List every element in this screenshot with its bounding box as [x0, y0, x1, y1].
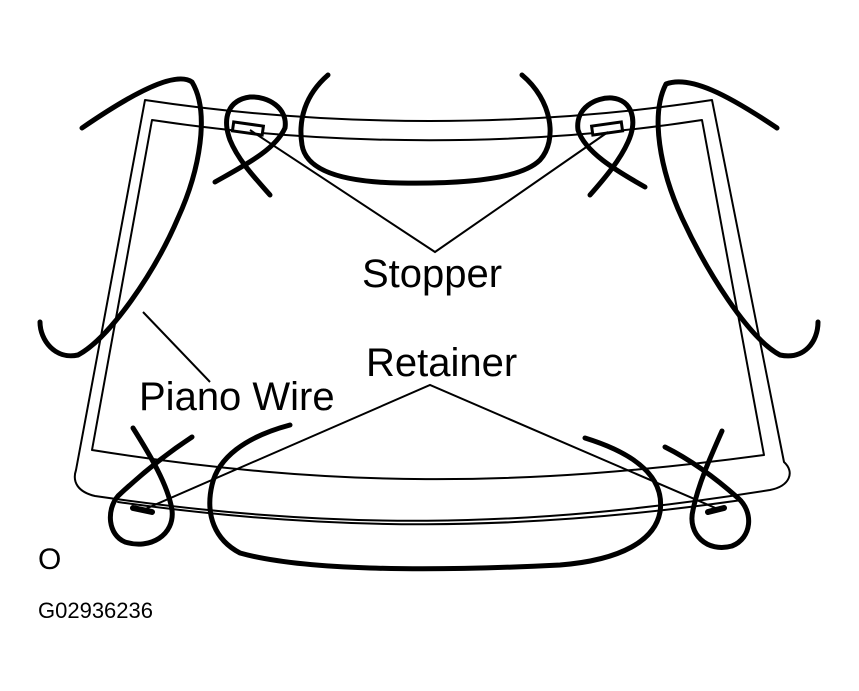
- stopper-label: Stopper: [362, 252, 502, 296]
- piano-wire-bottom-center-loop: [207, 422, 664, 572]
- piano-wire-top-center-loop: [298, 72, 553, 186]
- piano-wire-top-left-small-loop: [212, 94, 288, 198]
- piano-wire-top-right-loop: [655, 79, 821, 359]
- lower-molding-line: [117, 499, 743, 526]
- retainer-leader: [142, 383, 721, 511]
- piano-wire-label: Piano Wire: [139, 375, 335, 419]
- retainer-label: Retainer: [366, 341, 517, 385]
- figure-code: G02936236: [38, 598, 153, 623]
- corner-mark: O: [38, 543, 61, 576]
- piano-wire-bottom-left-loop: [107, 425, 195, 547]
- windshield-inner-edge: [91, 119, 765, 481]
- piano-wire-top-right-small-loop: [575, 95, 648, 198]
- piano-wire-bottom-right-loop: [662, 428, 752, 550]
- stopper-leader: [249, 129, 609, 254]
- retainer-right: [705, 505, 727, 515]
- stopper-left: [230, 120, 266, 137]
- piano-wire-top-left-loop: [37, 76, 204, 359]
- retainer-left: [130, 505, 155, 515]
- piano-wire-leader: [142, 311, 211, 383]
